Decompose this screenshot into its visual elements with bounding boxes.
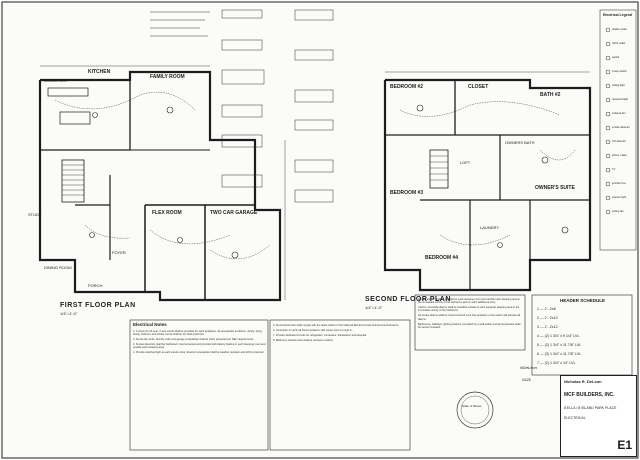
header-row: 6 — (3) 1 3/4" x 11 7/8" LVL	[537, 352, 582, 356]
header-row: 7 — (2) 1 3/4" x 14" LVL	[537, 361, 576, 365]
header-row: 2 — 2 - 2x10	[537, 316, 558, 320]
legend-item: duplex outlet	[612, 28, 627, 31]
legend-item: CO detector	[612, 140, 626, 143]
legend-item: exterior light	[612, 196, 627, 199]
title-block: Nicholas R. DeLeon MCF BUILDERS, INC. 8 …	[560, 375, 637, 457]
project-name: 8 ELLA / 8 ISLAND PARK PLACE	[564, 406, 617, 410]
room-kitchen: KITCHEN	[88, 69, 111, 75]
room-garage: TWO CAR GARAGE	[210, 210, 258, 216]
signature: NDeLeon	[520, 365, 537, 370]
room-owners-bath: OWNERS BATH	[505, 140, 535, 145]
legend-item: exhaust fan	[612, 112, 626, 115]
room-closet: CLOSET	[468, 84, 489, 90]
second-floor-plan-title: SECOND FLOOR PLAN	[365, 296, 451, 303]
legend-item: switch	[612, 56, 620, 59]
room-bath-2: BATH #2	[540, 92, 561, 98]
electrical-notes-body-2: 5. All electrical work shall comply with…	[273, 324, 399, 342]
first-floor-plan	[38, 65, 286, 302]
room-porch: PORCH	[88, 283, 103, 288]
room-foyer: FOYER	[112, 250, 126, 255]
legend-item: recessed light	[612, 98, 629, 101]
builder-name: MCF BUILDERS, INC.	[564, 392, 615, 398]
room-dining: DINING ROOM	[44, 265, 72, 270]
first-floor-plan-title: FIRST FLOOR PLAN	[60, 302, 136, 309]
detail-sketches	[150, 9, 334, 203]
legend-item: GFCI outlet	[612, 42, 626, 45]
room-study: STUDY	[28, 212, 42, 217]
header-row: 4 — (2) 1 3/4" x 9 1/4" LVL	[537, 334, 580, 338]
legend-item: ceiling light	[612, 84, 625, 87]
legend-item: TV	[612, 168, 616, 171]
sheet-type: ELECTRICAL	[564, 416, 586, 420]
room-laundry: LAUNDRY	[480, 225, 500, 230]
alarm-notes: Smoke alarms shall be installed in each …	[418, 298, 521, 329]
legend-item: phone / data	[612, 154, 627, 157]
room-loft: LOFT	[460, 160, 471, 165]
electrical-notes-title: Electrical Notes	[133, 322, 167, 327]
first-floor-scale: 1/4"=1'-0"	[60, 311, 78, 316]
date: 04/25	[522, 378, 531, 382]
firm-name: Nicholas R. DeLeon	[564, 379, 602, 384]
header-row: 5 — (2) 1 3/4" x 11 7/8" LVL	[537, 343, 582, 347]
room-breakfast: BREAKFAST	[44, 78, 68, 83]
room-flex: FLEX ROOM	[152, 210, 182, 216]
legend-item: 3-way switch	[612, 70, 627, 73]
legend-item: smoke detector	[612, 126, 630, 129]
sheet-number: E1	[617, 438, 632, 452]
electrical-notes-body: 1. A minimum 15 amp, 2 wire circuit shal…	[133, 330, 266, 355]
room-family: FAMILY ROOM	[150, 74, 185, 80]
legend-item: ceiling fan	[612, 210, 624, 213]
legend-item: junction box	[612, 182, 626, 185]
room-bedroom-2: BEDROOM #2	[390, 84, 424, 90]
header-schedule-title: HEADER SCHEDULE	[560, 298, 606, 303]
seal-text: State of Illinois	[462, 404, 482, 408]
second-floor-plan	[383, 71, 592, 292]
room-owners-suite: OWNER'S SUITE	[535, 185, 575, 191]
legend-title: Electrical Legend	[603, 13, 632, 17]
header-row: 3 — 2 - 2x12	[537, 325, 558, 329]
second-floor-scale: 1/4"=1'-0"	[365, 305, 383, 310]
header-row: 1 — 2 - 2x8	[537, 307, 556, 311]
electrical-legend	[599, 9, 637, 251]
room-bedroom-4: BEDROOM #4	[425, 255, 459, 261]
notes-boxes	[129, 294, 633, 451]
engineer-seal	[456, 391, 494, 429]
room-bedroom-3: BEDROOM #3	[390, 190, 424, 196]
